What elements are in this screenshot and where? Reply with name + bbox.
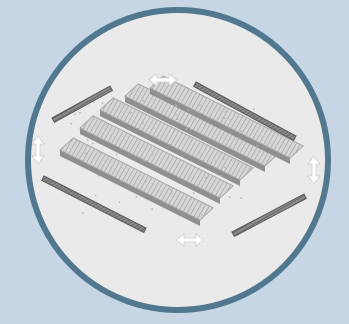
texture-speck <box>177 119 179 121</box>
texture-speck <box>130 112 132 114</box>
texture-speck <box>215 161 217 163</box>
texture-speck <box>175 114 177 116</box>
texture-speck <box>114 98 116 100</box>
texture-speck <box>78 140 80 142</box>
texture-speck <box>190 129 192 131</box>
texture-speck <box>220 175 222 177</box>
texture-speck <box>240 131 242 133</box>
texture-speck <box>199 105 201 107</box>
texture-speck <box>126 150 128 152</box>
texture-speck <box>241 197 243 199</box>
texture-speck <box>175 104 177 106</box>
texture-speck <box>225 111 227 113</box>
texture-speck <box>87 139 89 141</box>
texture-speck <box>102 103 104 105</box>
texture-speck <box>223 158 225 160</box>
texture-speck <box>136 196 138 198</box>
texture-speck <box>250 168 252 170</box>
texture-speck <box>116 154 118 156</box>
texture-speck <box>74 113 76 115</box>
texture-speck <box>190 140 192 142</box>
texture-speck <box>153 154 155 156</box>
texture-speck <box>143 100 145 102</box>
texture-speck <box>106 124 108 126</box>
texture-speck <box>193 193 195 195</box>
texture-speck <box>249 170 251 172</box>
texture-speck <box>229 196 231 198</box>
texture-speck <box>152 208 154 210</box>
texture-speck <box>236 139 238 141</box>
texture-speck <box>186 129 188 131</box>
texture-speck <box>171 193 173 195</box>
texture-speck <box>85 153 87 155</box>
texture-speck <box>95 195 97 197</box>
texture-speck <box>188 110 190 112</box>
texture-speck <box>92 143 94 145</box>
texture-speck <box>253 108 255 110</box>
texture-speck <box>99 151 101 153</box>
texture-speck <box>201 214 203 216</box>
texture-speck <box>257 145 259 147</box>
texture-speck <box>159 139 161 141</box>
texture-speck <box>82 213 84 215</box>
texture-speck <box>199 151 201 153</box>
texture-speck <box>170 189 172 191</box>
texture-speck <box>205 177 207 179</box>
texture-speck <box>93 101 95 103</box>
texture-speck <box>142 122 144 124</box>
texture-speck <box>224 167 226 169</box>
texture-speck <box>98 175 100 177</box>
texture-speck <box>71 123 73 125</box>
texture-speck <box>79 112 81 114</box>
texture-speck <box>119 201 121 203</box>
texture-speck <box>145 181 147 183</box>
texture-speck <box>224 118 226 120</box>
texture-speck <box>144 160 146 162</box>
texture-speck <box>191 198 193 200</box>
